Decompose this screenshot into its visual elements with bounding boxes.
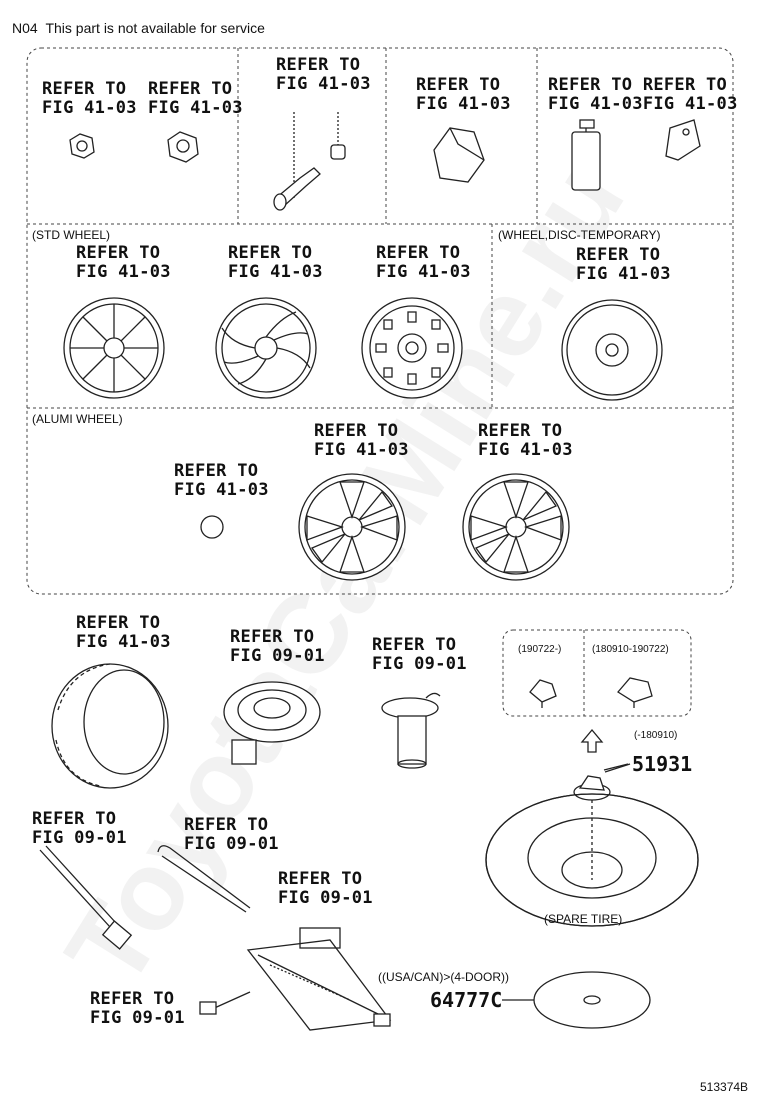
variant-180910-190722: (180910-190722) <box>592 644 669 655</box>
spare-tire-cover <box>502 971 651 1029</box>
section-std-wheel: (STD WHEEL) <box>32 228 110 242</box>
top-frame <box>26 47 734 595</box>
balance-weight-3 <box>665 119 701 161</box>
hub-nut-2 <box>167 131 199 163</box>
variant-180910: (-180910) <box>634 730 678 741</box>
section-wheel-disc-temporary: (WHEEL,DISC-TEMPORARY) <box>498 228 661 242</box>
note-usa-can: ((USA/CAN)>(4-DOOR)) <box>378 970 509 984</box>
header-note: This part is not available for service <box>45 20 265 36</box>
variant-frame <box>502 629 692 717</box>
header-code: N04 <box>12 20 38 36</box>
up-arrow-icon <box>580 728 604 753</box>
std-wheel-2 <box>215 297 317 399</box>
spare-tire-clamp-variant-2 <box>617 677 653 708</box>
balance-weight-2 <box>571 119 601 191</box>
spare-tire-clamp-variant-1 <box>529 679 557 708</box>
variant-190722: (190722-) <box>518 644 562 655</box>
balance-weight-1 <box>433 127 485 183</box>
note-spare-tire: (SPARE TIRE) <box>544 912 623 926</box>
tire-valve <box>273 112 346 211</box>
spare-tire-clamp <box>573 763 631 880</box>
leader-51931 <box>603 763 629 771</box>
jack-handle <box>157 845 251 913</box>
part-number-51931[interactable]: 51931 <box>632 752 693 776</box>
jack <box>199 927 392 1031</box>
alumi-wheel-2 <box>462 473 570 581</box>
temporary-spare-wheel <box>561 299 663 401</box>
std-wheel-3 <box>361 297 463 399</box>
page-header: N04 This part is not available for servi… <box>12 20 265 36</box>
std-wheel-1 <box>63 297 165 399</box>
hub-nut-1 <box>69 133 95 159</box>
wheel-nut-wrench <box>39 845 133 950</box>
part-number-64777c[interactable]: 64777C <box>430 988 503 1012</box>
tire-repair-kit <box>223 681 321 765</box>
document-number: 513374B <box>700 1080 749 1094</box>
spare-tire <box>485 793 699 927</box>
section-alumi-wheel: (ALUMI WHEEL) <box>32 412 123 426</box>
wheel-center-cap <box>200 515 224 539</box>
compressor-bottle <box>381 692 441 769</box>
alumi-wheel-1 <box>298 473 406 581</box>
tire <box>51 663 169 789</box>
